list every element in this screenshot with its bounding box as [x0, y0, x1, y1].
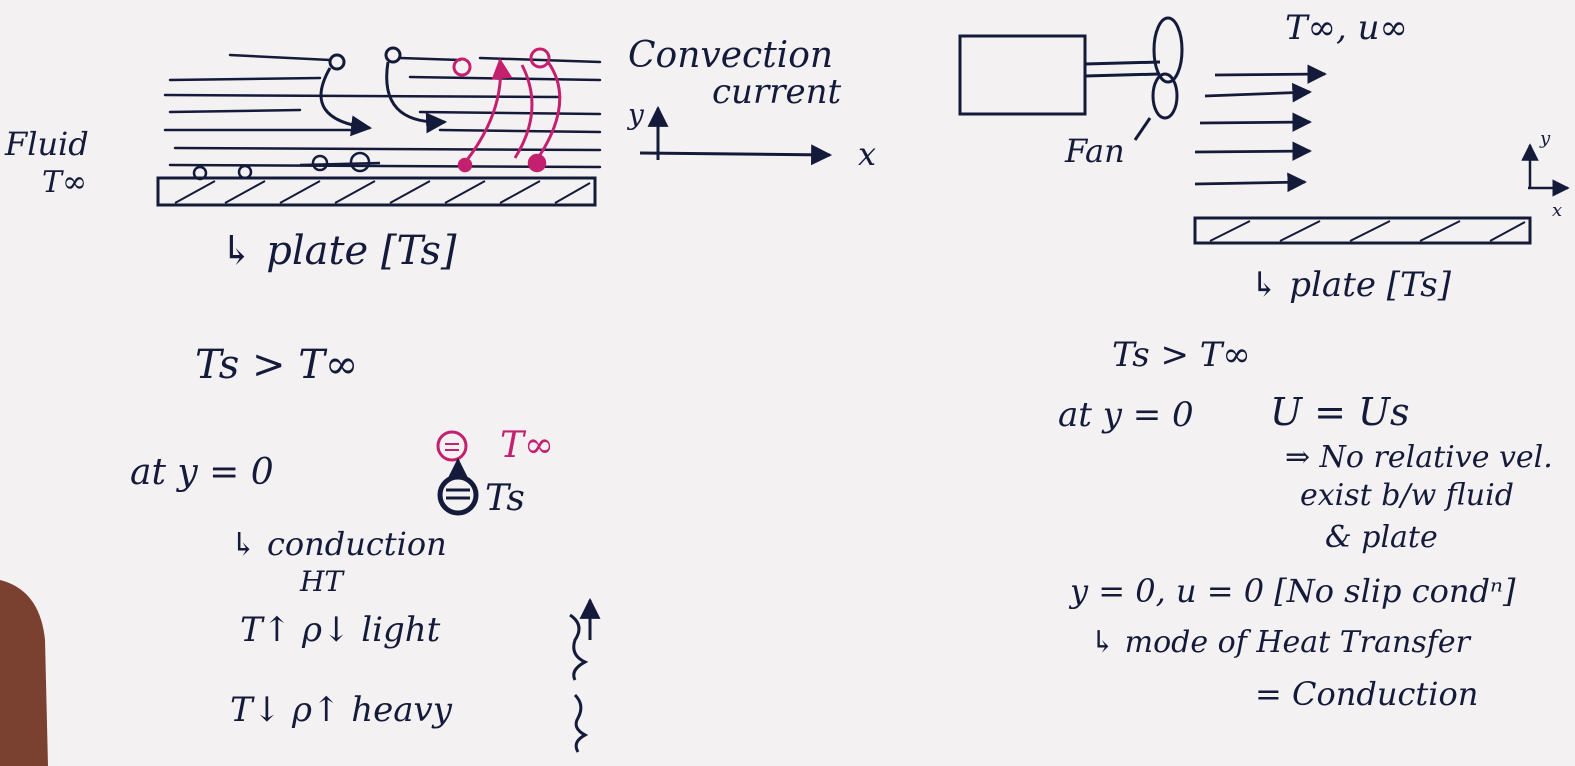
no-relative-velocity-1: ⇒ No relative vel.: [1285, 440, 1553, 475]
no-relative-velocity-3: & plate: [1325, 520, 1438, 555]
light-line: T↑ ρ↓ light: [240, 610, 440, 650]
right-plate-label: ↳ plate [Ts]: [1250, 265, 1451, 305]
left-plate: [158, 178, 595, 205]
right-at-y0: at y = 0: [1058, 395, 1194, 435]
t-infinity-label: T∞: [500, 425, 554, 466]
free-stream-label: T∞, u∞: [1285, 8, 1408, 48]
no-relative-velocity-2: exist b/w fluid: [1300, 478, 1514, 513]
t-surface-label: Ts: [485, 478, 525, 519]
ht-label: HT: [300, 565, 343, 598]
right-axis-y-label: y: [1540, 128, 1550, 149]
fan: [960, 18, 1182, 140]
fluid-temperature-label: T∞: [42, 165, 87, 200]
right-plate: [1195, 218, 1530, 243]
current-label: current: [712, 72, 841, 112]
left-axis-x-label: x: [858, 135, 876, 173]
fluid-label: Fluid: [5, 125, 89, 163]
right-axes: [1528, 145, 1568, 188]
free-stream-arrows: [1195, 74, 1325, 184]
left-plate-label: ↳ plate [Ts]: [220, 228, 456, 274]
left-streamlines: [165, 55, 600, 167]
left-axes: [640, 108, 830, 160]
heavy-line: T↓ ρ↑ heavy: [230, 690, 452, 730]
pink-convection-arrows: [454, 49, 560, 160]
braces: [570, 600, 590, 752]
right-condition: Ts > T∞: [1112, 335, 1251, 375]
fan-label: Fan: [1065, 132, 1125, 170]
right-axis-x-label: x: [1552, 200, 1562, 221]
left-axis-y-label: y: [628, 98, 644, 131]
conduction-label: ↳ conduction: [230, 525, 447, 563]
convection-label: Convection: [628, 35, 833, 76]
left-condition: Ts > T∞: [195, 342, 358, 388]
no-slip-condition: y = 0, u = 0 [No slip condⁿ]: [1070, 572, 1515, 610]
velocity-equation: U = Us: [1270, 390, 1410, 434]
corner-shadow: [0, 580, 48, 766]
heat-transfer-mode-2: = Conduction: [1255, 675, 1478, 713]
heat-transfer-mode-1: ↳ mode of Heat Transfer: [1090, 625, 1470, 660]
molecule-sketch: [438, 432, 476, 513]
left-at-y0: at y = 0: [130, 452, 274, 493]
